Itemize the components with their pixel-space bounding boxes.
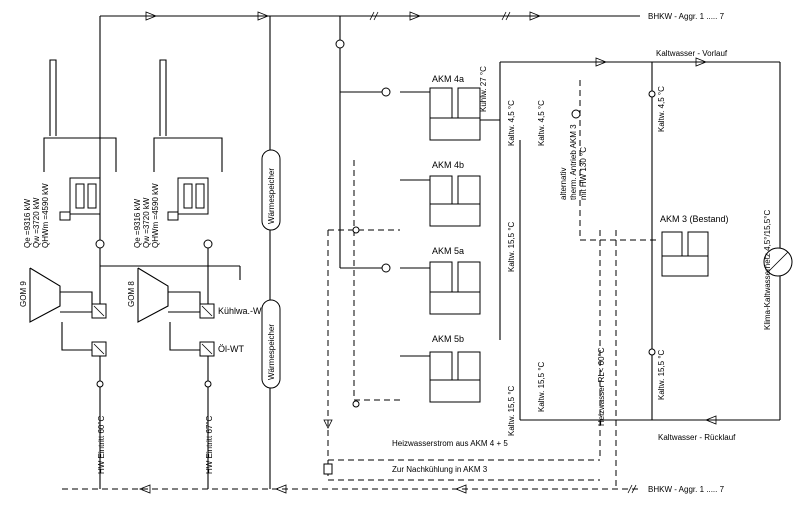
akm-4a-label: AKM 4a [432, 74, 464, 84]
hw-eintritt-8: HW Eintritt 67°C [205, 415, 214, 474]
heizwasserstrom-label: Heizwasserstrom aus AKM 4 + 5 [392, 439, 508, 448]
gom8-qe: Qe =9316 kW [133, 198, 142, 248]
kaltw-45-a-label: Kaltw. 4,5 °C [507, 100, 516, 146]
kaltwasser-ruecklauf-label: Kaltwasser - Rücklauf [658, 433, 736, 442]
akm-3: AKM 3 (Bestand) alternativ therm. Antrie… [559, 80, 729, 490]
flow-labels: Heizwasserstrom aus AKM 4 + 5 Zur Nachkü… [392, 439, 508, 474]
bottom-return-line: BHKW - Aggr. 1 ..... 7 [62, 484, 725, 494]
heizwasser-rl-label: Heizwasser RL< 60°C [597, 347, 606, 426]
alternativ-label-2: therm. Antrieb AKM 3 [569, 124, 578, 200]
temperature-labels: Kühlw. 27 °C Kaltw. 4,5 °C Kaltw. 4,5 °C… [479, 66, 666, 436]
akm-5a: AKM 5a [400, 246, 481, 315]
alternativ-label-1: alternativ [559, 168, 568, 200]
gom9-qw: Qw =3720 kW [32, 197, 41, 248]
kuehlwa-wt-label: Kühlwa.-WT [218, 306, 268, 316]
gom8-qhwm: QHWm =4590 kW [151, 183, 160, 248]
kaltw-155-b-label: Kaltw. 15,5 °C [537, 361, 546, 412]
kuehlw-27-label: Kühlw. 27 °C [479, 66, 488, 112]
kaltwasser-network: Kaltwasser - Vorlauf Kaltwasser - Rückla… [499, 49, 793, 442]
kaltw-155-a-label: Kaltw. 15,5 °C [507, 221, 516, 272]
akm-4b-label: AKM 4b [432, 160, 464, 170]
gom8-label: GOM 8 [127, 281, 136, 307]
bhkw-bottom-label: BHKW - Aggr. 1 ..... 7 [648, 485, 725, 494]
kaltw-45-b-label: Kaltw. 4,5 °C [537, 100, 546, 146]
oel-wt-label: Öl-WT [218, 344, 244, 354]
klima-netz-label: Klima-Kaltwassernetz 4,5°/15,5°C [763, 210, 772, 330]
gom8-qw: Qw =3720 kW [142, 197, 151, 248]
gom9-qe: Qe =9316 kW [23, 198, 32, 248]
kaltw-155-d-label: Kaltw. 15,5 °C [657, 349, 666, 400]
akm-5b: AKM 5b [400, 334, 481, 403]
kaltw-45-c-label: Kaltw. 4,5 °C [657, 86, 666, 132]
akm-4a: AKM 4a [400, 74, 500, 141]
gom9-qhwm: QHWm =4590 kW [41, 183, 50, 248]
bhkw-top-label: BHKW - Aggr. 1 ..... 7 [648, 12, 725, 21]
gom9-label: GOM 9 [19, 281, 28, 307]
akm-4b: AKM 4b [400, 160, 481, 227]
alternativ-label-3: mit HW 130 °C [579, 147, 588, 200]
akm-feed-lines [323, 16, 600, 481]
kaltw-155-c-label: Kaltw. 15,5 °C [507, 385, 516, 436]
speicher-top-label: Wärmespeicher [267, 168, 276, 224]
akm-3-label: AKM 3 (Bestand) [660, 214, 729, 224]
gom9-unit: GOM 9 Qe =9316 kW Qw =3720 kW QHWm =4590… [19, 59, 117, 489]
speicher-bottom-label: Wärmespeicher [267, 324, 276, 380]
nachkuehlung-label: Zur Nachkühlung in AKM 3 [392, 465, 488, 474]
gom8-unit: GOM 8 Qe =9316 kW Qw =3720 kW QHWm =4590… [100, 59, 268, 489]
akm-5a-label: AKM 5a [432, 246, 464, 256]
kaltwasser-vorlauf-label: Kaltwasser - Vorlauf [656, 49, 728, 58]
akm-5b-label: AKM 5b [432, 334, 464, 344]
heat-storage: Wärmespeicher Wärmespeicher [261, 16, 281, 489]
hw-eintritt-9: HW Eintritt 60°C [97, 415, 106, 474]
